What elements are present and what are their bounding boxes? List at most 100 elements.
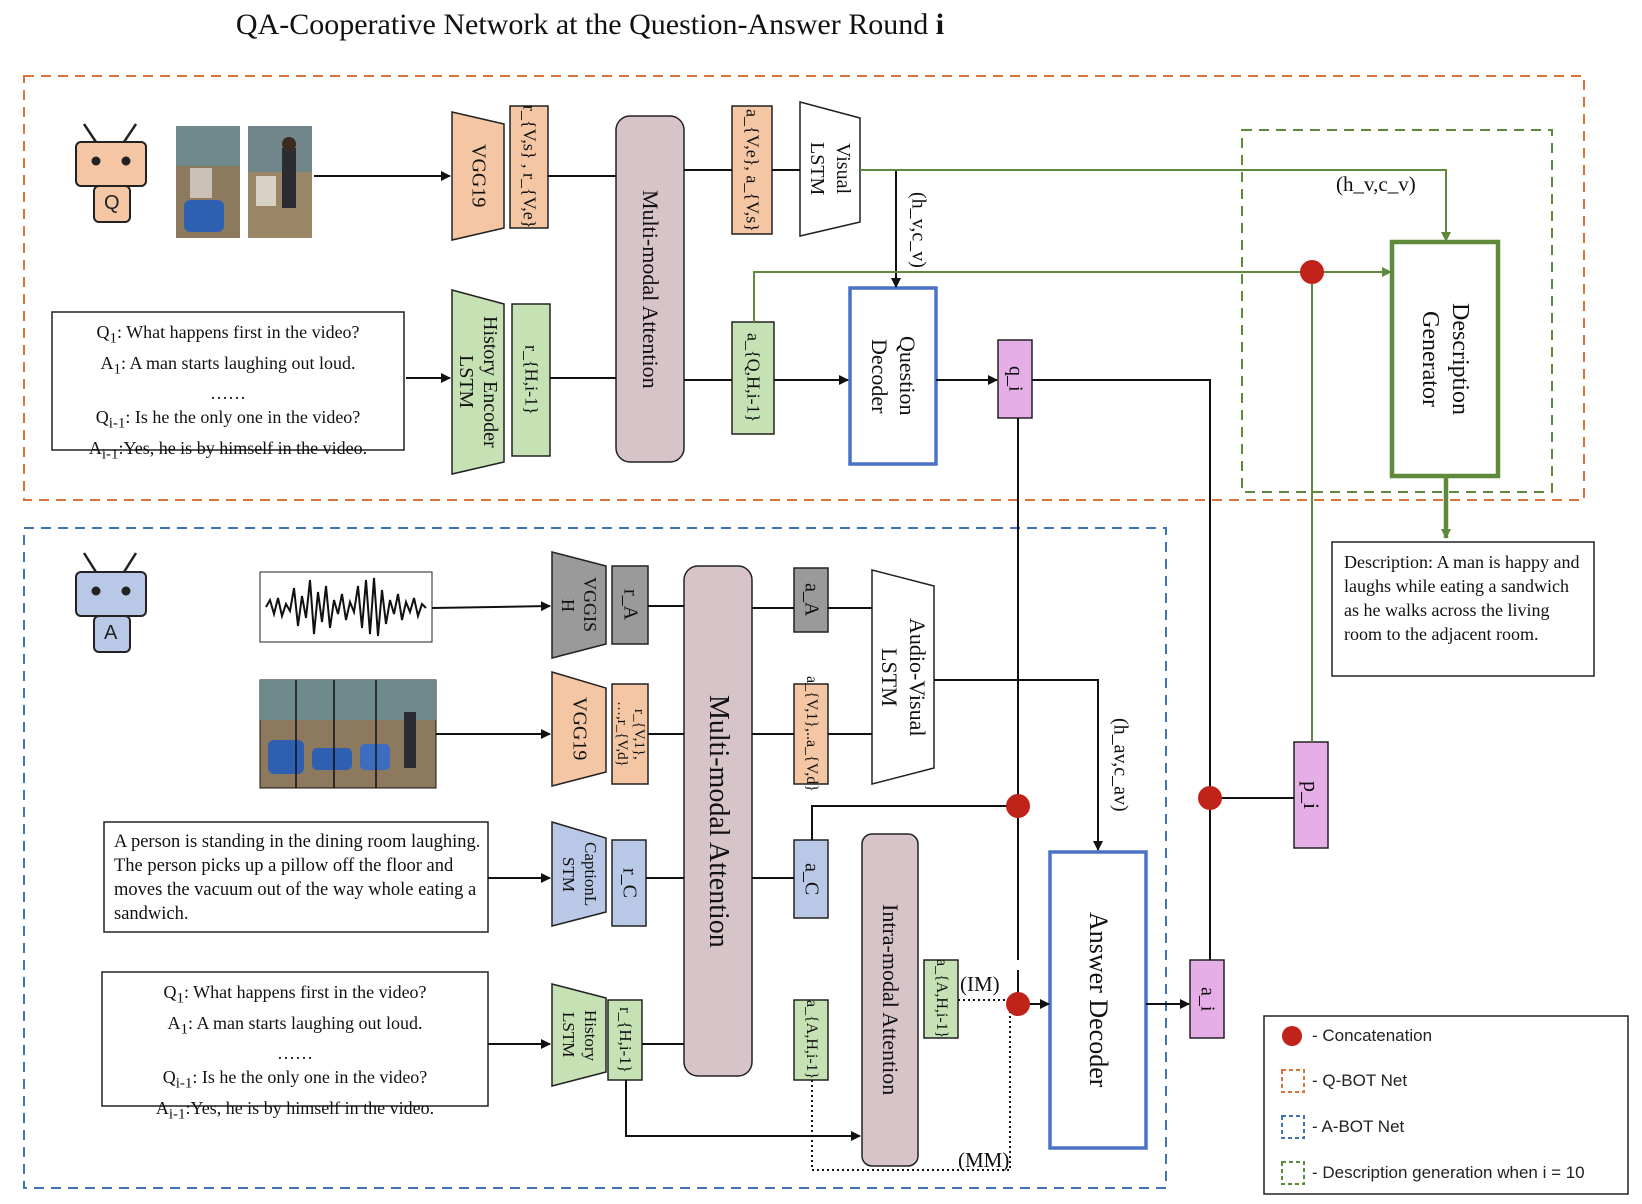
qbot-r-features-block	[509, 105, 549, 229]
audio-visual-lstm-label: Audio-Visual LSTM	[877, 617, 930, 737]
abot-a-audio-label: a_A	[800, 583, 823, 617]
concat-node-caption	[1006, 794, 1030, 818]
qbot-video-frames	[176, 126, 312, 238]
question-decoder-block	[848, 286, 938, 466]
visual-lstm-label: Visual LSTM	[806, 142, 854, 196]
qbot-avatar-letter: Q	[104, 192, 120, 214]
visual-lstm-block	[799, 101, 861, 237]
caption-lstm-block	[551, 820, 607, 927]
desc-hc-label: (h_v,c_v)	[1336, 172, 1416, 196]
legend-qbot-text: - Q-BOT Net	[1312, 1071, 1408, 1090]
qbot-hc-label: (h_v,c_v)	[907, 192, 930, 268]
legend-qbot-icon	[1281, 1069, 1305, 1093]
legend-concat-icon	[1282, 1026, 1302, 1046]
abot-r-video-label: r_{V,1}, …,r_{V,d}	[614, 701, 647, 767]
answer-decoder-block	[1048, 850, 1148, 1150]
legend-abot-icon	[1281, 1115, 1305, 1139]
abot-connections	[431, 601, 1294, 1141]
concat-node-description	[1300, 260, 1324, 284]
abot-avatar-letter: A	[104, 622, 118, 644]
qbot-vgg19-block	[451, 111, 505, 241]
qbot-a-visual-label: a_{V,e}, a_{V,s}	[742, 108, 763, 232]
legend-concat-text: - Concatenation	[1312, 1026, 1433, 1045]
abot-vgg19-label: VGG19	[568, 697, 591, 761]
description-connections	[753, 169, 1451, 742]
abot-hc-label: (h_av,c_av)	[1109, 718, 1132, 812]
qbot-a-visual-block	[731, 105, 773, 235]
audio-waveform	[259, 571, 433, 643]
abot-dialog-line-3: ……	[277, 1043, 313, 1064]
qbot-dialog-line-5: Ai-1:Yes, he is by himself in the video.	[88, 437, 368, 463]
abot-r-caption-block	[611, 839, 647, 927]
legend-descgen-text: - Description generation when i = 10	[1312, 1163, 1585, 1182]
legend-descgen-icon	[1281, 1161, 1305, 1185]
abot-dialog-line-2: A1: A man starts laughing out loud.	[167, 1012, 423, 1038]
im-label: (IM)	[960, 972, 1000, 996]
qbot-a-history-block	[731, 321, 775, 435]
abot-dialog-line-5: Ai-1:Yes, he is by himself in the video.	[155, 1097, 435, 1123]
abot-history-lstm-block	[551, 983, 607, 1087]
abot-dialog-line-4: Qi-1: Is he the only one in the video?	[162, 1067, 428, 1092]
abot-vgg19-block	[551, 670, 607, 787]
abot-r-audio-block	[611, 565, 649, 645]
abot-video-frames	[259, 679, 437, 789]
abot-a-video-label: a_{V,1},..a_{V,d}	[803, 676, 820, 792]
qbot-connections	[314, 169, 1211, 1009]
concat-node-output	[1198, 786, 1222, 810]
description-output-text: Description: A man is happy and laughs w…	[1344, 552, 1580, 644]
question-decoder-label: Question Decoder	[867, 336, 920, 416]
qbot-dialog-line-2: A1: A man starts laughing out loud.	[100, 352, 356, 378]
diagram-title: QA-Cooperative Network at the Question-A…	[235, 8, 945, 41]
abot-avatar-icon	[75, 552, 147, 653]
abot-a-history-label: a_{A,H,i-1}	[803, 1000, 820, 1080]
history-encoder-label: History Encoder LSTM	[455, 316, 501, 448]
caption-lstm-label: CaptionL STM	[559, 841, 600, 907]
abot-r-audio-label: r_A	[619, 589, 642, 621]
vggish-label: VGGIS H	[558, 577, 600, 633]
description-output-box	[1331, 541, 1595, 677]
vggish-block	[551, 551, 607, 659]
abot-a-caption-label: a_C	[800, 862, 823, 896]
history-encoder-lstm-block	[451, 289, 505, 475]
caption-text: A person is standing in the dining room …	[114, 832, 481, 924]
abot-net-region	[23, 527, 1167, 1189]
mm-label: (MM)	[958, 1148, 1010, 1172]
qbot-vgg19-label: VGG19	[467, 144, 490, 208]
abot-r-history-label: r_{H,i-1}	[616, 1007, 635, 1073]
abot-history-lstm-label: History LSTM	[559, 1009, 600, 1061]
legend-box	[1263, 1015, 1629, 1195]
intra-attention-label: Intra-modal Attention	[878, 904, 903, 1096]
qbot-dialog-line-3: ……	[210, 383, 246, 404]
qbot-a-history-label: a_{Q,H,i-1}	[743, 333, 764, 423]
intra-a-history-label: a_{A,H,i-1}	[933, 959, 950, 1039]
qbot-r-history-block	[511, 303, 551, 457]
description-generation-region	[1241, 129, 1553, 493]
qbot-r-history-label: r_{H,i-1}	[521, 345, 542, 415]
abot-dialog-box	[101, 971, 489, 1107]
intra-modal-attention-block	[861, 833, 919, 1167]
p-output-label: p_i	[1299, 780, 1324, 810]
dotted-connections	[811, 999, 1011, 1171]
qbot-multimodal-attention-block	[615, 115, 685, 463]
q-output-label: q_i	[1004, 366, 1027, 392]
abot-a-audio-block	[793, 567, 829, 633]
audio-visual-lstm-block	[871, 569, 935, 785]
description-generator-block	[1389, 239, 1501, 479]
abot-a-caption-block	[793, 839, 829, 919]
qbot-dialog-text: Q1: What happens first in the video? A1:…	[56, 320, 400, 466]
qbot-avatar-icon	[75, 123, 147, 223]
caption-box	[103, 821, 489, 933]
description-generator-label: Description Generator	[1417, 303, 1473, 415]
qbot-net-region	[23, 75, 1585, 501]
abot-dialog-text: Q1: What happens first in the video? A1:…	[106, 980, 484, 1126]
qbot-r-features-label: r_{V,s} , r_{V,e}	[519, 105, 540, 229]
a-output-block	[1189, 959, 1225, 1039]
a-output-label: a_i	[1196, 986, 1219, 1012]
answer-decoder-label: Answer Decoder	[1084, 912, 1113, 1088]
abot-attention-label: Multi-modal Attention	[703, 694, 734, 948]
abot-multimodal-attention-block	[683, 565, 753, 1077]
abot-r-caption-label: r_C	[618, 868, 641, 898]
q-output-block	[997, 339, 1033, 419]
abot-dialog-line-1: Q1: What happens first in the video?	[163, 982, 427, 1007]
